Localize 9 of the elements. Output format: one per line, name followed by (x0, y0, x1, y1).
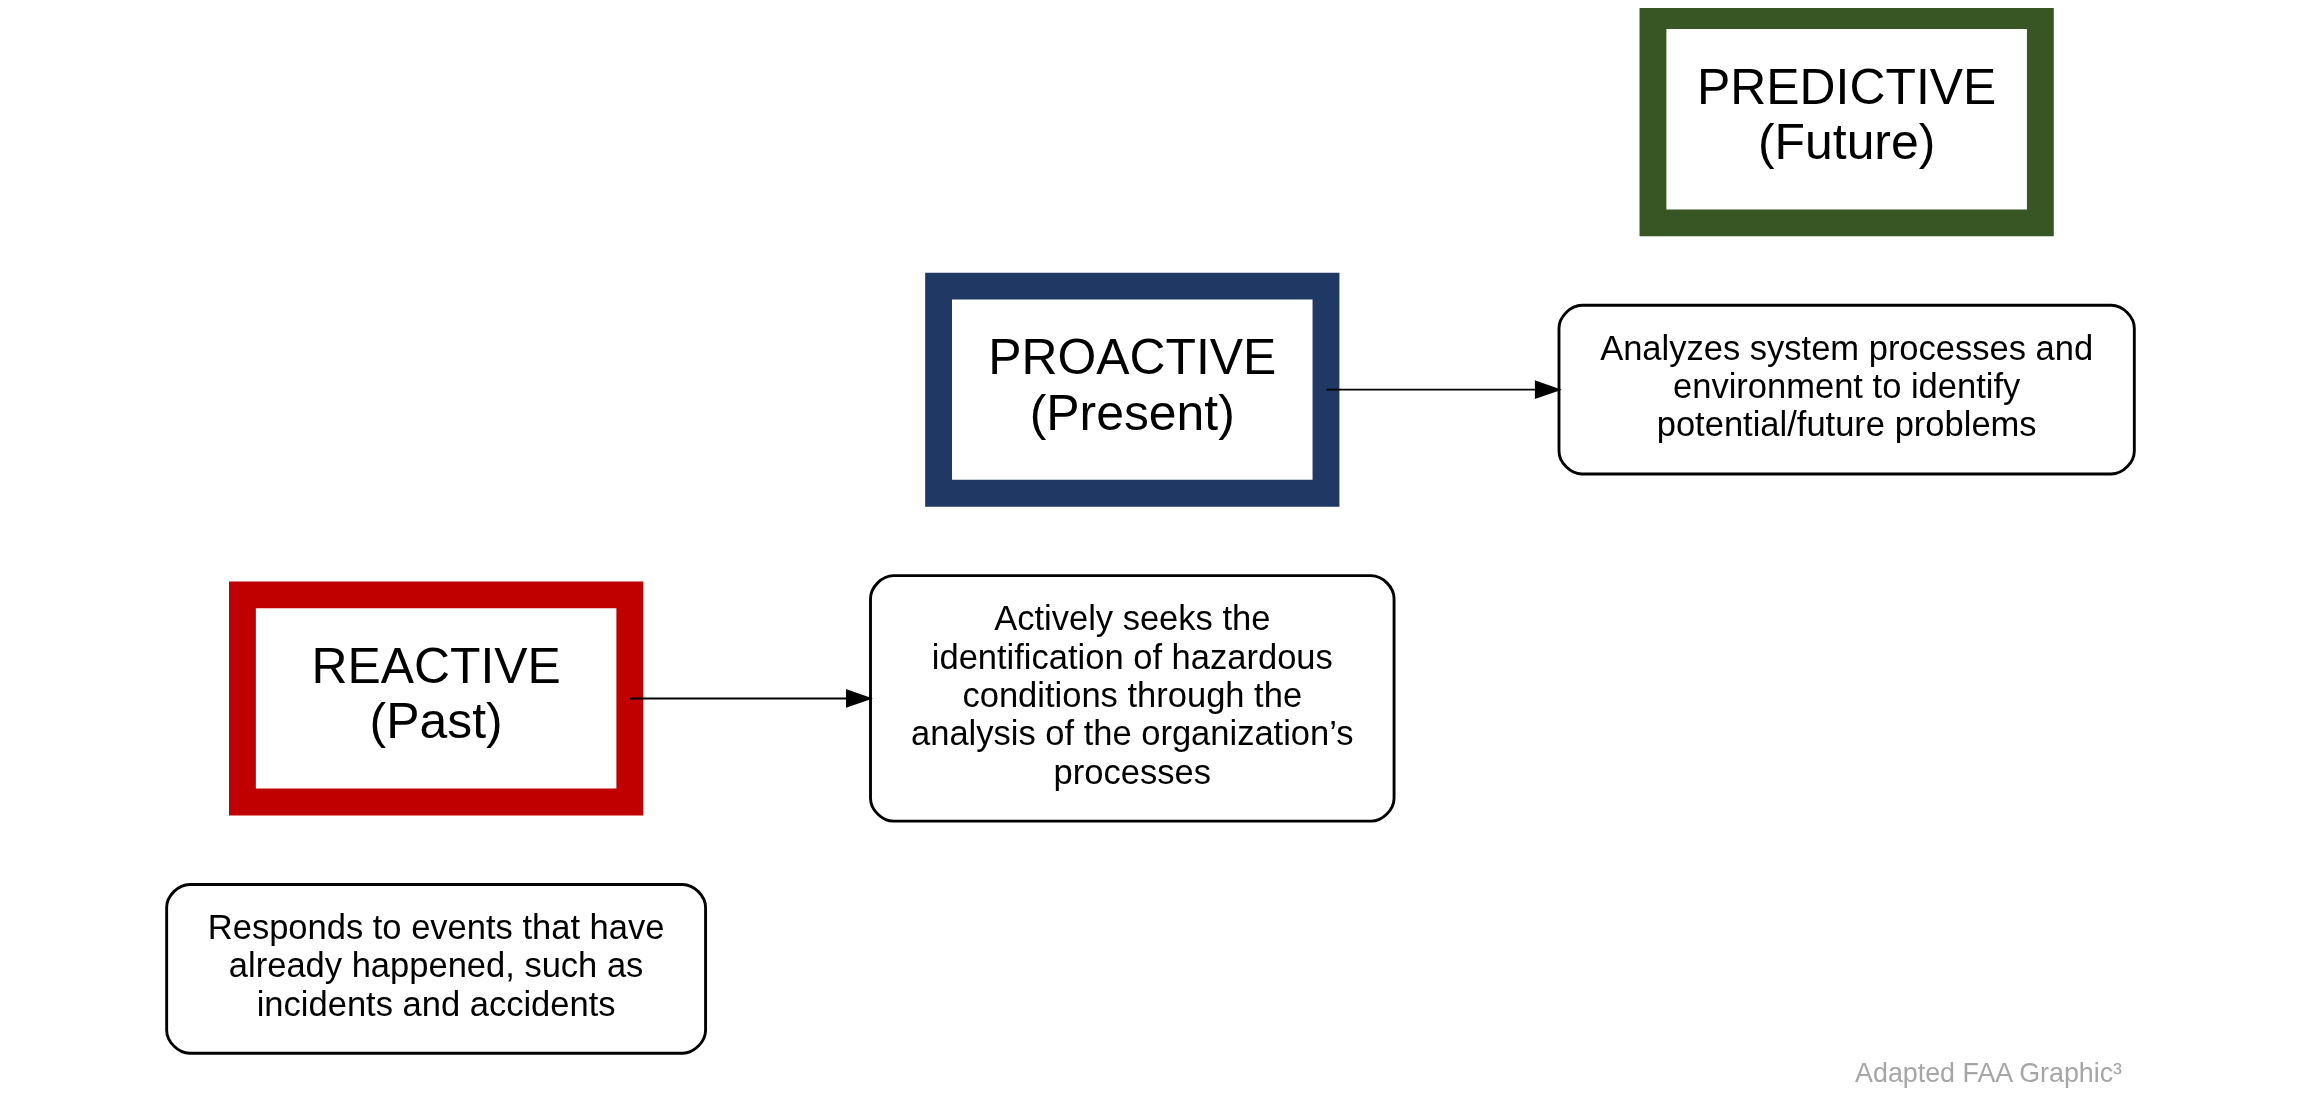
node-box: Actively seeks the identification of hazardous conditions through the analysis of the organization’s processes (868, 574, 1395, 823)
arrow (628, 689, 873, 708)
node-box: PREDICTIVE (Future) (1639, 8, 2054, 237)
node-box: REACTIVE (Past) (228, 581, 643, 816)
caption: Adapted FAA Graphic³ (1854, 1058, 2122, 1089)
arrow (1325, 380, 1562, 400)
node-box: Analyzes system processes and environment to identify potential/future problems (1557, 303, 2136, 476)
node-box: Responds to events that have already happened, such as incidents and accidents (164, 883, 707, 1055)
node-box: PROACTIVE (Present) (924, 272, 1339, 507)
